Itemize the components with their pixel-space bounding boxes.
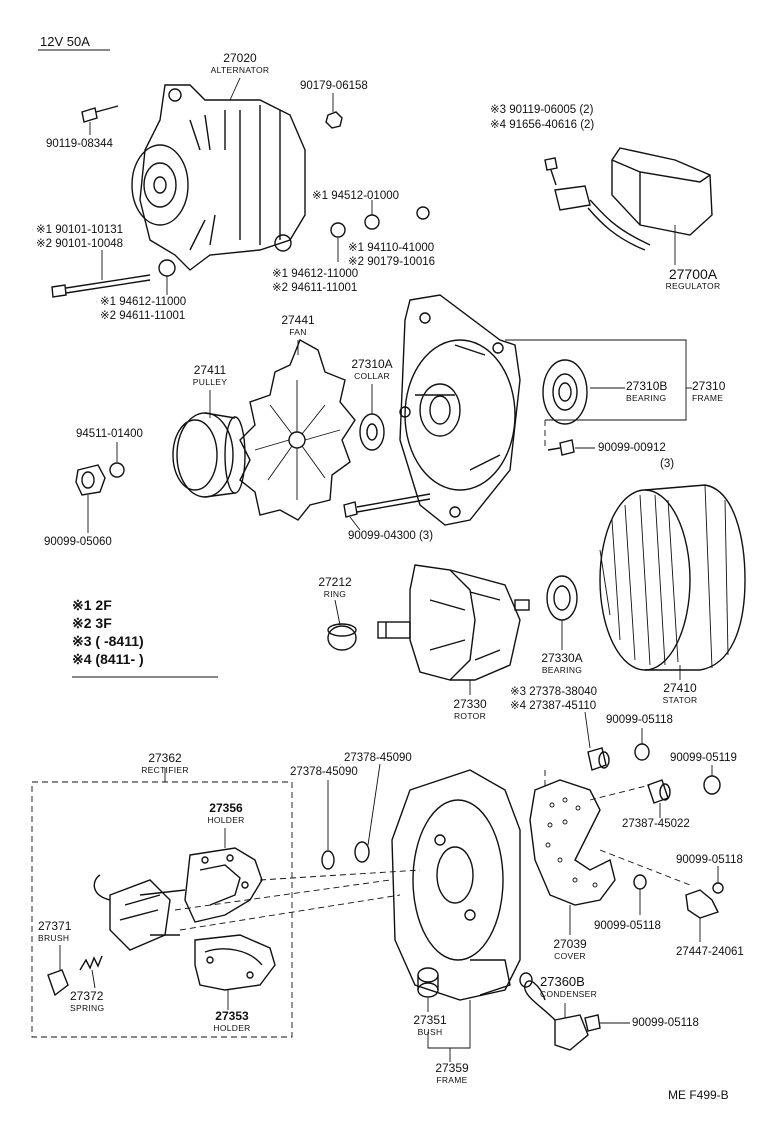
washers-alternator (330, 200, 430, 262)
terminal-27378-38040 (587, 747, 610, 771)
pn-27447-24061: 27447-24061 (676, 946, 744, 958)
terminal-27447-24061 (685, 882, 724, 919)
terminal-27387-45022 (647, 779, 671, 804)
ring-drawing (327, 623, 357, 651)
rear-frame-drawing (391, 769, 521, 1001)
pn-90099-05118-d: 90099-05118 (632, 1017, 699, 1029)
pn-90099-04300: 90099-04300 (3) (348, 530, 434, 542)
long-bolt (51, 259, 176, 298)
pn-94512-01000: ※1 94512-01000 (312, 190, 400, 202)
insulator-27378-45090 (321, 841, 370, 870)
pn-94511-01400: 94511-01400 (76, 428, 143, 440)
legend-row-4: ※4 (8411- ) (72, 651, 144, 667)
nut-90099-05118-a (634, 743, 650, 761)
pn-90099-05118-c: 90099-05118 (594, 920, 661, 932)
pn-94612-11000-a: ※1 94612-11000 (272, 268, 359, 280)
collar-drawing (359, 413, 385, 451)
legend-row-1: ※1 2F (72, 597, 112, 613)
footer-code: ME F499-B (668, 1088, 729, 1102)
legend-row-3: ※3 ( -8411) (72, 633, 144, 649)
pn-94611-11001-b: ※2 94611-11001 (100, 310, 186, 322)
pn-90119-06005: ※3 90119-06005 (2) (490, 104, 594, 116)
pn-90179-06158: 90179-06158 (300, 80, 368, 92)
pn-90099-05060: 90099-05060 (44, 536, 112, 548)
header-spec: 12V 50A (40, 34, 90, 49)
brush-drawing (47, 969, 69, 997)
bearing-rear-drawing (546, 575, 578, 621)
nut-90099-05118-c (633, 874, 647, 890)
cover-drawing (529, 779, 616, 906)
spring-drawing (79, 955, 103, 971)
alternator-leader (229, 77, 241, 101)
pn-27378-45090-a: 27378-45090 (290, 766, 358, 778)
pn-90099-00912-qty: (3) (660, 458, 675, 470)
pulley-drawing (172, 412, 246, 498)
holder-upper-drawing (184, 847, 263, 923)
nut-90179-06158 (325, 111, 343, 129)
pn-27378-38040: ※3 27378-38040 (510, 686, 598, 698)
nut-90099-05060 (75, 462, 125, 496)
nut-90099-05119 (703, 775, 721, 795)
brush-holder-drawing (93, 874, 186, 951)
pn-90119-08344: 90119-08344 (46, 138, 113, 150)
bush-drawing (417, 967, 439, 998)
pn-94611-11001-a: ※2 94611-11001 (272, 282, 358, 294)
bolt-90119-08344 (81, 105, 119, 123)
regulator-drawing (544, 147, 713, 251)
screw-90099-05118-d (584, 1014, 601, 1032)
pn-90099-05118-b: 90099-05118 (676, 854, 743, 866)
fan-drawing (239, 339, 356, 521)
condenser-drawing (519, 972, 589, 1051)
pn-90179-10016: ※2 90179-10016 (348, 256, 436, 268)
legend-row-2: ※2 3F (72, 615, 112, 631)
pn-90099-05119: 90099-05119 (670, 752, 737, 764)
screw-90099-00912 (547, 439, 575, 456)
pn-94110-41000: ※1 94110-41000 (348, 242, 435, 254)
bolt-90099-04300 (343, 493, 431, 518)
pn-27378-45090-b: 27378-45090 (344, 752, 412, 764)
pn-90099-00912: 90099-00912 (598, 442, 666, 454)
holder-lower-drawing (194, 934, 276, 991)
front-frame-drawing (399, 294, 521, 526)
pn-90101-10131: ※1 90101-10131 (36, 224, 124, 236)
legend: ※1 2F ※2 3F ※3 ( -8411) ※4 (8411- ) (72, 596, 144, 668)
pn-27387-45022: 27387-45022 (622, 818, 690, 830)
pn-94612-11000-b: ※1 94612-11000 (100, 296, 187, 308)
rotor-drawing (377, 564, 530, 681)
pn-90101-10048: ※2 90101-10048 (36, 238, 124, 250)
pn-91656-40616: ※4 91656-40616 (2) (490, 119, 595, 131)
pn-90099-05118-a: 90099-05118 (606, 714, 673, 726)
stator-drawing (599, 484, 746, 671)
pn-27387-45110: ※4 27387-45110 (510, 700, 597, 712)
bearing-front-drawing (542, 359, 588, 425)
alternator-drawing (131, 84, 306, 271)
rectifier-group-box (31, 781, 293, 1038)
